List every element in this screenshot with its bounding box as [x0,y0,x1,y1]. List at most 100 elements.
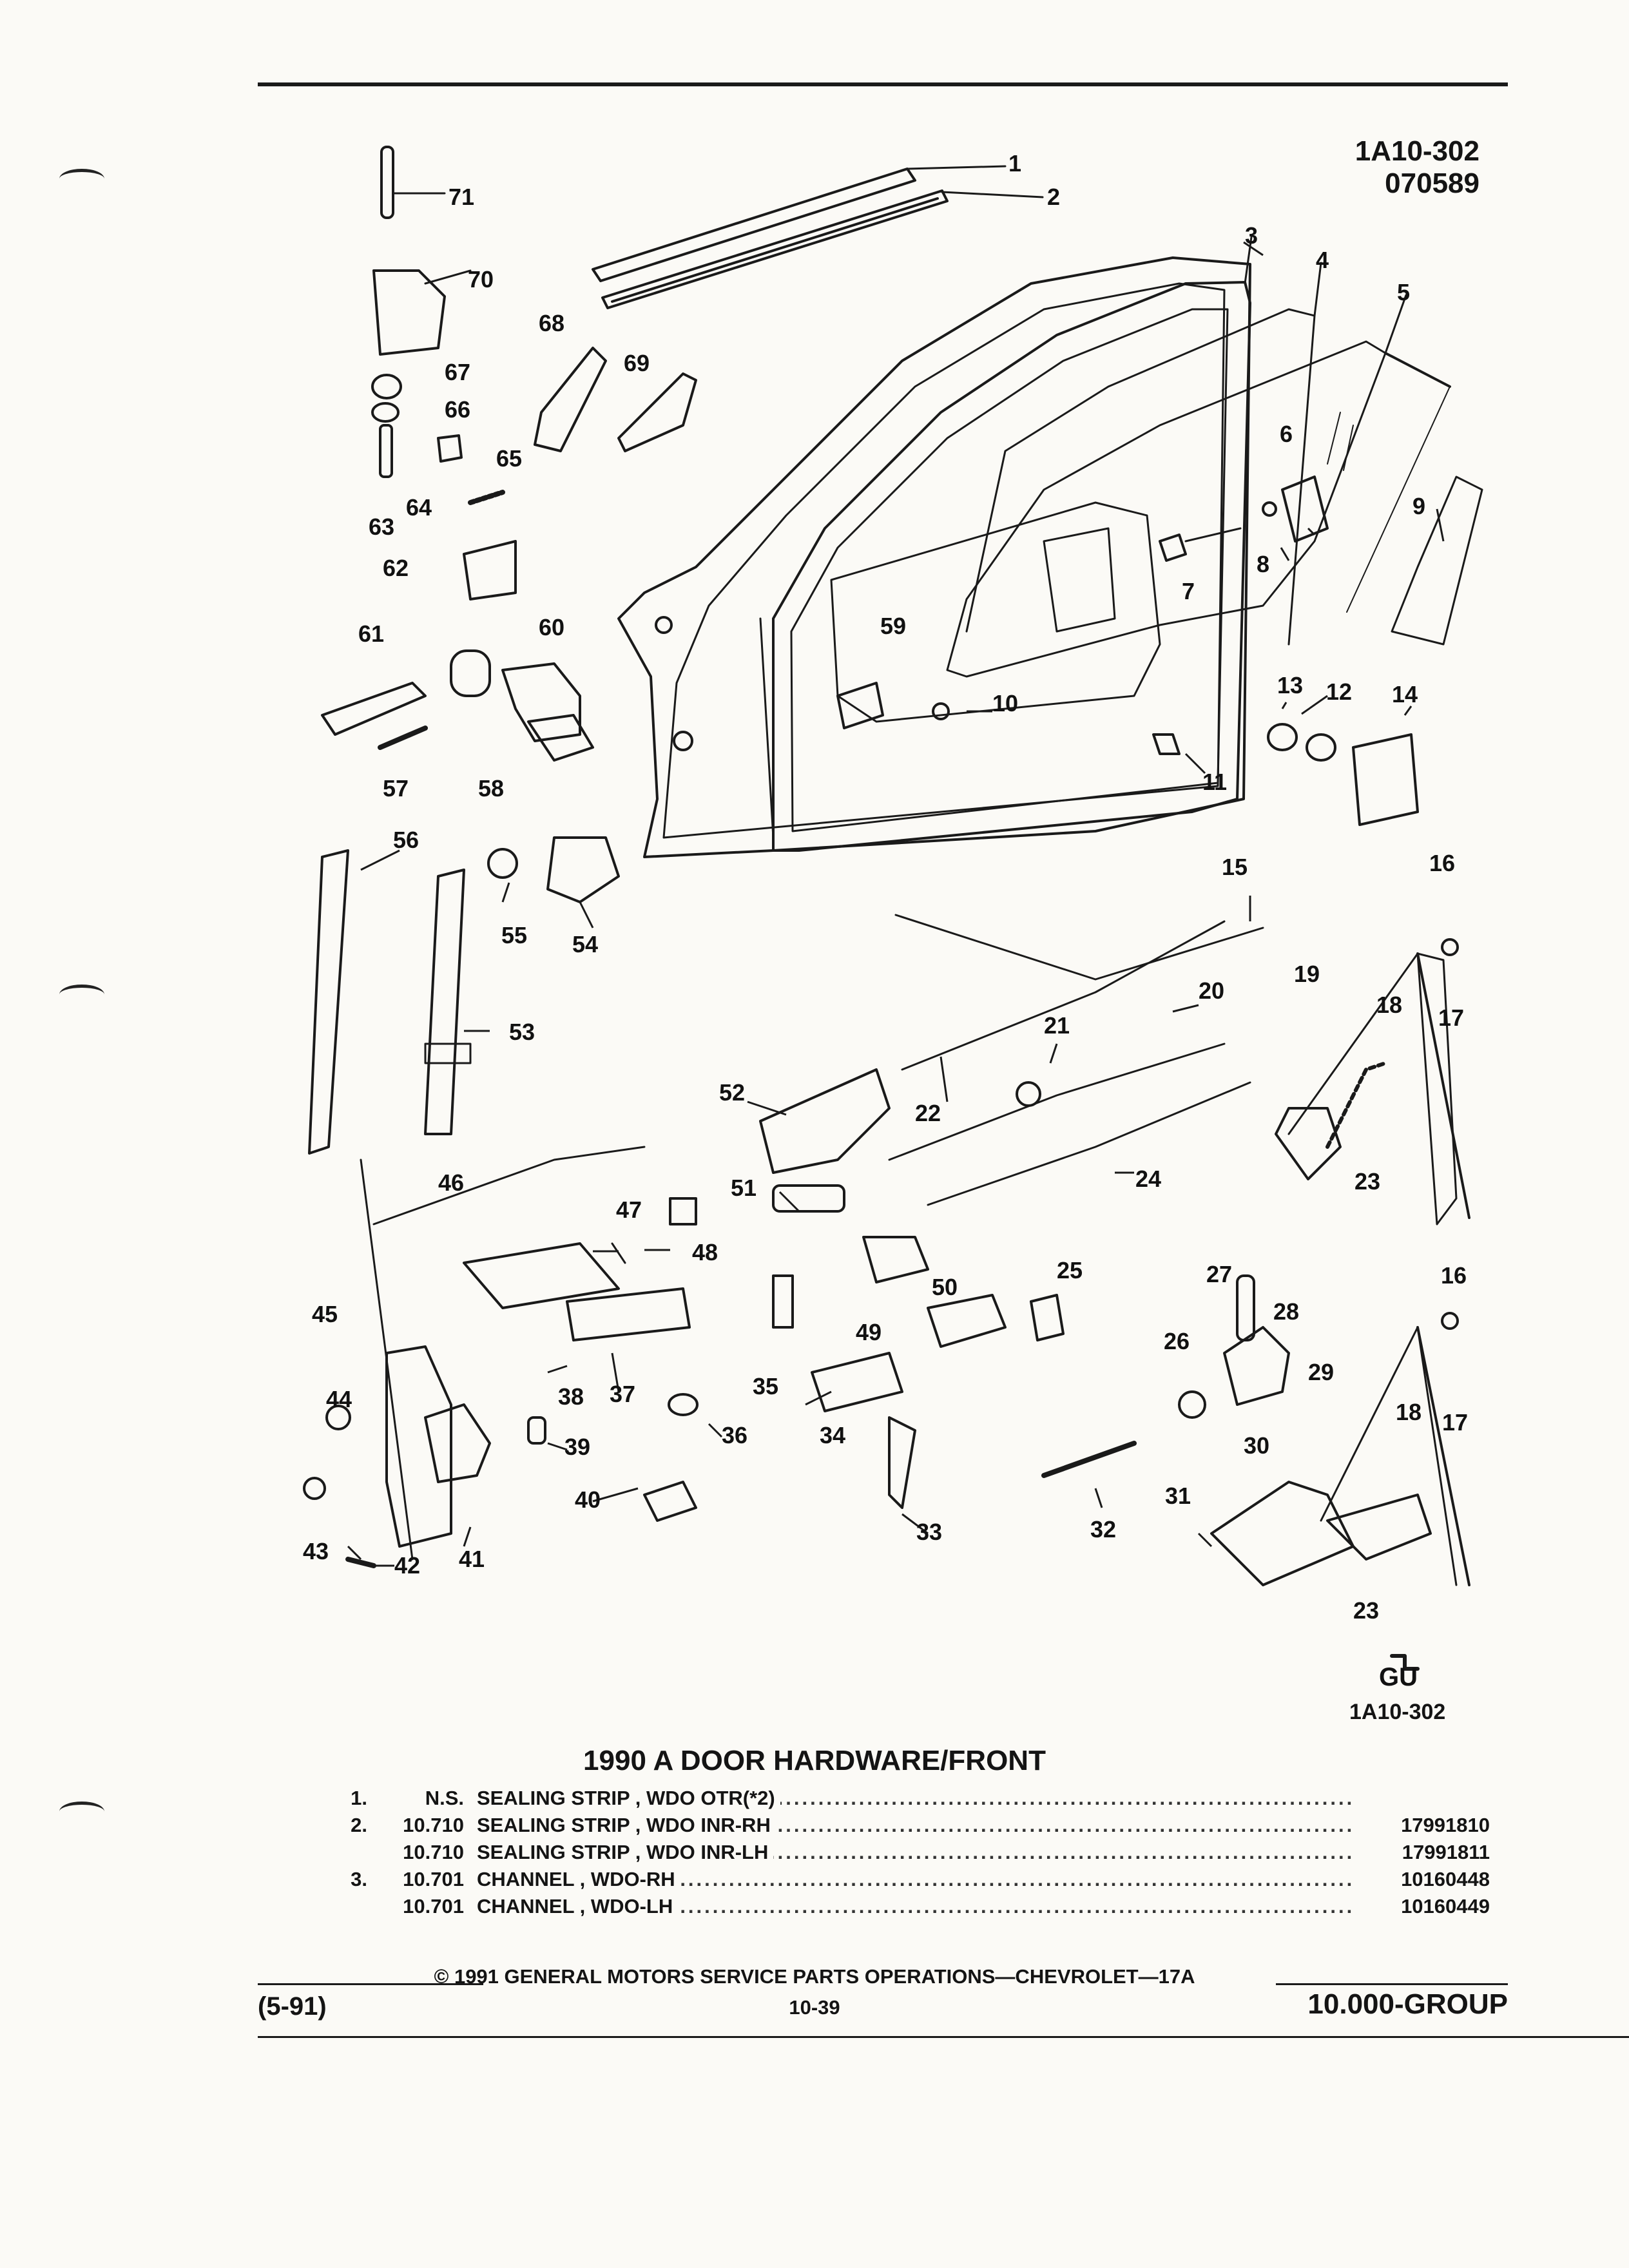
footer-group: 10.000-GROUP [1307,1988,1508,2020]
callout-16-lower: 16 [1441,1262,1467,1289]
callout-51: 51 [731,1175,757,1201]
callout-37: 37 [610,1381,635,1407]
callout-44: 44 [326,1386,352,1412]
callout-20: 20 [1199,977,1224,1004]
parts-row-group: 10.701 [403,1895,464,1917]
callout-32: 32 [1090,1516,1116,1542]
callout-36: 36 [722,1422,747,1448]
callout-26: 26 [1164,1328,1190,1354]
parts-row-group: 10.710 [403,1814,464,1836]
callout-13: 13 [1277,672,1303,698]
callout-33: 33 [916,1519,942,1545]
callout-67: 67 [445,359,470,385]
callout-29: 29 [1308,1359,1334,1385]
callout-15: 15 [1222,854,1248,880]
callout-62: 62 [383,555,409,581]
callout-61: 61 [358,620,384,647]
header-code: 1A10-302 070589 [1355,135,1480,200]
callout-18: 18 [1376,992,1402,1018]
callout-69: 69 [624,350,650,376]
callout-38: 38 [558,1383,584,1410]
footer-copyright: © 1991 GENERAL MOTORS SERVICE PARTS OPER… [434,1965,1195,1988]
bracket-part-68-69 [534,347,697,452]
callout-46: 46 [438,1169,464,1196]
window-channel-part [772,236,1253,852]
callout-55: 55 [501,922,527,948]
callout-56: 56 [393,827,419,853]
callout-21: 21 [1044,1012,1070,1039]
callout-7: 7 [1182,578,1195,604]
footer-page-number: 10-39 [789,1996,840,2019]
callout-66: 66 [445,396,470,423]
callout-41: 41 [459,1546,485,1572]
parts-row-description: CHANNEL , WDO-LH [477,1893,679,1920]
parts-row: 3.10.701................................… [335,1866,1495,1893]
parts-row-part-number: 10160448 [1354,1866,1495,1893]
callout-68: 68 [539,310,564,336]
parts-list: 1.N.S...................................… [335,1785,1495,1920]
parts-row: 1.N.S...................................… [335,1785,1495,1812]
callout-22: 22 [915,1100,941,1126]
margin-mark [59,169,104,189]
parts-row-part-number: 10160449 [1354,1893,1495,1920]
callout-53: 53 [509,1019,535,1045]
bracket-part-6 [1159,476,1329,562]
figure-code: 1A10-302 [1349,1700,1446,1724]
callout-48: 48 [692,1239,718,1265]
callout-23-lower: 23 [1353,1597,1379,1624]
callout-39: 39 [564,1434,590,1460]
callout-64: 64 [406,494,432,521]
callout-14: 14 [1392,681,1418,707]
callout-45: 45 [312,1301,338,1327]
callout-43: 43 [303,1538,329,1564]
parts-row: 2.10.710................................… [335,1812,1495,1839]
header-code-line1: 1A10-302 [1354,135,1480,167]
callout-52: 52 [719,1079,745,1106]
sealing-strips-part [592,165,1044,309]
callout-9: 9 [1412,493,1425,519]
parts-row-description: SEALING STRIP , WDO OTR(*2) [477,1785,780,1812]
callout-49: 49 [856,1319,882,1345]
parts-row: 10.701..................................… [335,1893,1495,1920]
callout-59: 59 [880,613,906,639]
callout-40: 40 [575,1486,601,1513]
callout-28: 28 [1273,1298,1299,1325]
callout-5: 5 [1397,279,1410,305]
callout-65: 65 [496,445,522,472]
callout-25: 25 [1057,1257,1083,1283]
callout-4: 4 [1316,247,1329,273]
parts-row-description: SEALING STRIP , WDO INR-LH [477,1839,774,1866]
callout-57: 57 [383,775,409,802]
parts-row: 10.710..................................… [335,1839,1495,1866]
window-regulator-upper [1275,938,1470,1225]
top-rule [258,82,1508,86]
handle-and-rods-parts [759,914,1264,1509]
callout-42: 42 [394,1552,420,1579]
callout-1: 1 [1008,150,1021,177]
callout-70: 70 [468,266,494,293]
page-title: 1990 A DOOR HARDWARE/FRONT [583,1745,1046,1776]
parts-row-index: 1. [351,1787,367,1809]
window-regulator-lower [1178,1274,1470,1671]
glass-run-part [965,308,1316,646]
callout-31: 31 [1165,1483,1191,1509]
callout-47: 47 [616,1196,642,1223]
callout-17-lower: 17 [1442,1409,1468,1436]
callout-58: 58 [478,775,504,802]
callout-24: 24 [1135,1166,1161,1192]
door-shell-part [617,256,1251,858]
callout-11: 11 [1202,769,1227,795]
callout-18-lower: 18 [1396,1399,1422,1425]
callout-34: 34 [820,1422,845,1448]
callout-35: 35 [753,1373,778,1399]
callout-3: 3 [1245,222,1258,249]
footer-rule-left [258,1983,483,1985]
callout-16: 16 [1429,850,1455,876]
callout-8: 8 [1257,551,1269,577]
callout-54: 54 [572,931,598,957]
callout-12: 12 [1326,678,1352,705]
parts-row-part-number: 17991811 [1354,1839,1495,1866]
callout-30: 30 [1244,1432,1269,1459]
left-column-parts [308,146,620,1155]
callout-17: 17 [1438,1004,1464,1031]
